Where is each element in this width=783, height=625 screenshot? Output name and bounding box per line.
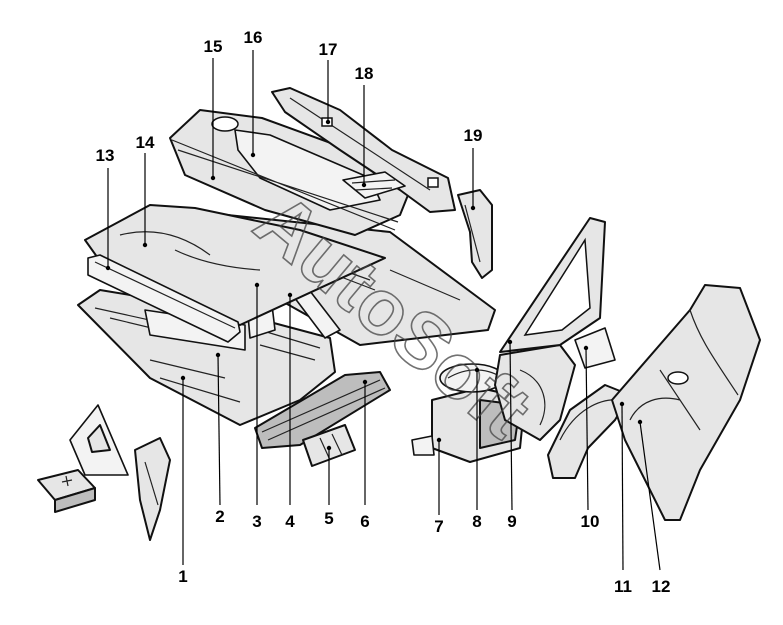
warning-triangle-part [69,404,129,476]
callout-5: 5 [324,509,333,528]
sill-cover-part [302,424,356,467]
callout-15: 15 [204,37,223,56]
callout-12: 12 [652,577,671,596]
callout-14: 14 [136,133,155,152]
callout-2: 2 [215,507,224,526]
side-sill-part [254,371,391,449]
callout-9: 9 [507,512,516,531]
callout-19: 19 [464,126,483,145]
first-aid-kit-part [37,469,96,513]
inner-wheelhouse-part [439,344,576,441]
quarter-window-frame-part [499,217,606,353]
quarter-panel-part [611,284,761,521]
callout-4: 4 [285,512,295,531]
parcel-shelf-part [169,109,411,236]
callout-16: 16 [244,28,263,47]
callout-7: 7 [434,517,443,536]
callout-8: 8 [472,512,481,531]
callout-18: 18 [355,64,374,83]
callout-10: 10 [581,512,600,531]
callout-6: 6 [360,512,369,531]
callout-13: 13 [96,146,115,165]
leader-dots [105,119,643,451]
callout-11: 11 [614,577,632,596]
jack-bracket-part [134,437,171,541]
callout-3: 3 [252,512,261,531]
callout-1: 1 [178,567,187,586]
pillar-bracket-part [457,189,493,279]
callout-17: 17 [319,40,338,59]
rear-crossmember-part [87,254,241,343]
leader-lines [107,50,661,571]
callout-labels: 1 2 3 4 5 6 7 8 9 10 11 12 13 14 15 16 1… [96,28,671,596]
